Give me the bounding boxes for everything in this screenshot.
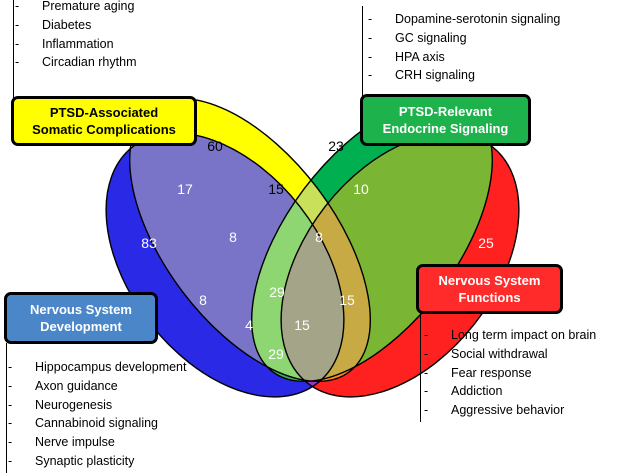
list-item: -Dopamine-serotonin signaling [368,12,561,26]
list-item: -Neurogenesis [8,397,113,412]
functions-label-line-2: Functions [458,290,521,305]
list-item: -Diabetes [15,17,92,32]
list-item: -Premature aging [15,0,135,13]
somatic-set-label: PTSD-Associated Somatic Complications [11,96,197,146]
list-item: -Addiction [424,384,503,399]
endocrine-label-line-1: PTSD-Relevant [398,104,493,119]
count-somatic-only: 60 [207,138,223,154]
endocrine-list-line [362,6,363,99]
count-somatic-endocrine-functions: 8 [315,229,323,245]
list-item: -Synaptic plasticity [8,453,135,468]
list-item: -Axon guidance [8,378,118,393]
count-development-only: 83 [141,235,157,251]
development-set-label: Nervous System Development [4,292,158,344]
list-item: -HPA axis [368,49,445,64]
set-functions-outline [280,132,520,398]
count-all-four: 29 [269,284,285,300]
list-item: -Circadian rhythm [15,55,137,70]
somatic-list-line [13,0,14,104]
count-endocrine-development-functions: 4 [245,317,253,333]
list-item: -CRH signaling [368,68,475,83]
endocrine-list: -Dopamine-serotonin signaling -GC signal… [368,10,560,85]
list-item: -Inflammation [15,36,114,51]
count-somatic-endocrine: 15 [268,181,284,197]
list-item: -Social withdrawal [424,346,548,361]
list-item: -Hippocampus development [8,360,187,374]
endocrine-set-label: PTSD-Relevant Endocrine Signaling [360,94,531,146]
development-label-line-1: Nervous System [30,302,132,317]
count-somatic-functions: 15 [339,292,355,308]
functions-label-line-1: Nervous System [438,273,541,288]
list-item: -Nerve impulse [8,435,115,450]
count-somatic-endocrine-development: 8 [229,229,237,245]
list-item: -Long term impact on brain [424,328,597,342]
count-somatic-development-functions: 15 [294,317,310,333]
count-endocrine-development: 8 [199,292,207,308]
count-somatic-development: 17 [177,181,193,197]
development-label-line-2: Development [40,319,122,334]
somatic-label-line-2: Somatic Complications [32,122,176,137]
count-functions-only: 25 [478,235,494,251]
count-endocrine-only: 23 [328,138,344,154]
development-list: -Hippocampus development -Axon guidance … [8,358,186,471]
endocrine-label-line-2: Endocrine Signaling [382,121,509,136]
functions-list-line [420,310,421,422]
list-item: -Fear response [424,365,532,380]
list-item: -GC signaling [368,30,467,45]
list-item: -Aggressive behavior [424,403,565,418]
development-list-line [6,343,7,473]
functions-set-label: Nervous System Functions [416,264,563,314]
count-endocrine-functions: 10 [353,181,369,197]
somatic-label-line-1: PTSD-Associated [49,105,159,120]
functions-list: -Long term impact on brain -Social withd… [424,326,596,420]
somatic-list: -Premature aging -Diabetes -Inflammation… [15,0,136,72]
list-item: -Cannabinoid signaling [8,416,159,431]
count-development-functions: 29 [268,346,284,362]
